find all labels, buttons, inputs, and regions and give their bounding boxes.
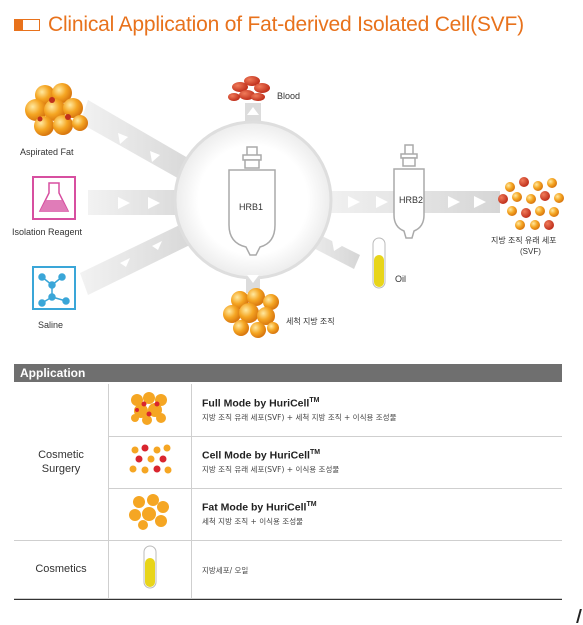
process-diagram-svg [25, 76, 564, 338]
flow-band-reagent [88, 190, 200, 215]
fat-mode-description: Fat Mode by HuriCellTM 세척 지방 조직 + 이식용 조성… [191, 488, 562, 541]
cell-mode-title: Cell Mode by HuriCellTM [202, 448, 321, 462]
cell-mode-text: 지방 조직 유래 세포(SVF) + 이식용 조성물 [202, 465, 340, 475]
title-marker-icon [14, 19, 40, 31]
cell-mode-description: Cell Mode by HuriCellTM 지방 조직 유래 세포(SVF)… [191, 436, 562, 489]
label-aspirated-fat: Aspirated Fat [20, 147, 74, 157]
full-mode-description: Full Mode by HuriCellTM 지방 조직 유래 세포(SVF)… [191, 384, 562, 437]
full-mode-title: Full Mode by HuriCellTM [202, 396, 320, 410]
fat-mode-image [108, 488, 192, 541]
application-table: Cosmetic Surgery Full Mode by HuriCellTM… [14, 384, 562, 599]
washed-fat-icon [223, 288, 279, 338]
hrb1-container-icon [228, 146, 276, 256]
label-washed-fat: 세척 지방 조직 [286, 317, 335, 326]
full-mode-image [108, 384, 192, 437]
flow-band-saline [80, 220, 200, 295]
category-cosmetics: Cosmetics [14, 540, 109, 599]
table-row: Cell Mode by HuriCellTM 지방 조직 유래 세포(SVF)… [14, 436, 562, 489]
fat-mode-text: 세척 지방 조직 + 이식용 조성물 [202, 517, 304, 527]
flow-band-fat [80, 100, 200, 185]
label-hrb1: HRB1 [239, 202, 264, 212]
label-oil: Oil [395, 274, 406, 284]
application-header: Application [14, 364, 562, 382]
blood-icon [228, 76, 270, 101]
cursor-icon [576, 609, 582, 623]
table-row: Fat Mode by HuriCellTM 세척 지방 조직 + 이식용 조성… [14, 488, 562, 541]
category-cosmetic-surgery-line2: Surgery [41, 462, 81, 475]
label-svf-line1: 지방 조직 유래 세포 [491, 236, 557, 245]
hrb2-container-icon [393, 144, 425, 239]
label-isolation-reagent: Isolation Reagent [12, 227, 83, 237]
fat-mode-icon [129, 494, 169, 530]
cosmetics-text: 지방세포/ 오일 [202, 566, 249, 575]
full-mode-icon [131, 391, 167, 425]
process-diagram: Aspirated Fat Isolation Reagent Saline B… [0, 55, 583, 355]
table-row: Cosmetics 지방세포/ 오일 [14, 540, 562, 599]
page-title: Clinical Application of Fat-derived Isol… [48, 13, 524, 36]
category-cosmetic-surgery: Cosmetic Surgery [14, 384, 109, 541]
flow-arrows [118, 107, 486, 283]
oil-tube-small-icon [143, 545, 157, 589]
application-header-label: Application [20, 366, 86, 380]
label-hrb2: HRB2 [399, 195, 424, 205]
table-row: Cosmetic Surgery Full Mode by HuriCellTM… [14, 384, 562, 541]
cell-mode-image [108, 436, 192, 489]
label-svf-line2: (SVF) [520, 247, 541, 256]
cosmetics-description: 지방세포/ 오일 [191, 540, 562, 599]
fat-mode-title: Fat Mode by HuriCellTM [202, 500, 317, 514]
oil-tube-icon [372, 237, 386, 289]
label-saline: Saline [38, 320, 64, 330]
category-cosmetic-surgery-line1: Cosmetic [38, 448, 84, 461]
label-blood: Blood [277, 91, 301, 101]
aspirated-fat-icon [25, 83, 88, 136]
full-mode-text: 지방 조직 유래 세포(SVF) + 세척 지방 조직 + 이식용 조성물 [202, 413, 397, 422]
cell-mode-icon [129, 444, 172, 474]
title-bar: Clinical Application of Fat-derived Isol… [14, 10, 524, 40]
saline-icon [32, 266, 76, 310]
table-bottom-divider [14, 599, 562, 600]
svf-cells-icon [498, 177, 564, 230]
isolation-reagent-icon [32, 176, 76, 220]
cosmetics-image [108, 540, 192, 599]
